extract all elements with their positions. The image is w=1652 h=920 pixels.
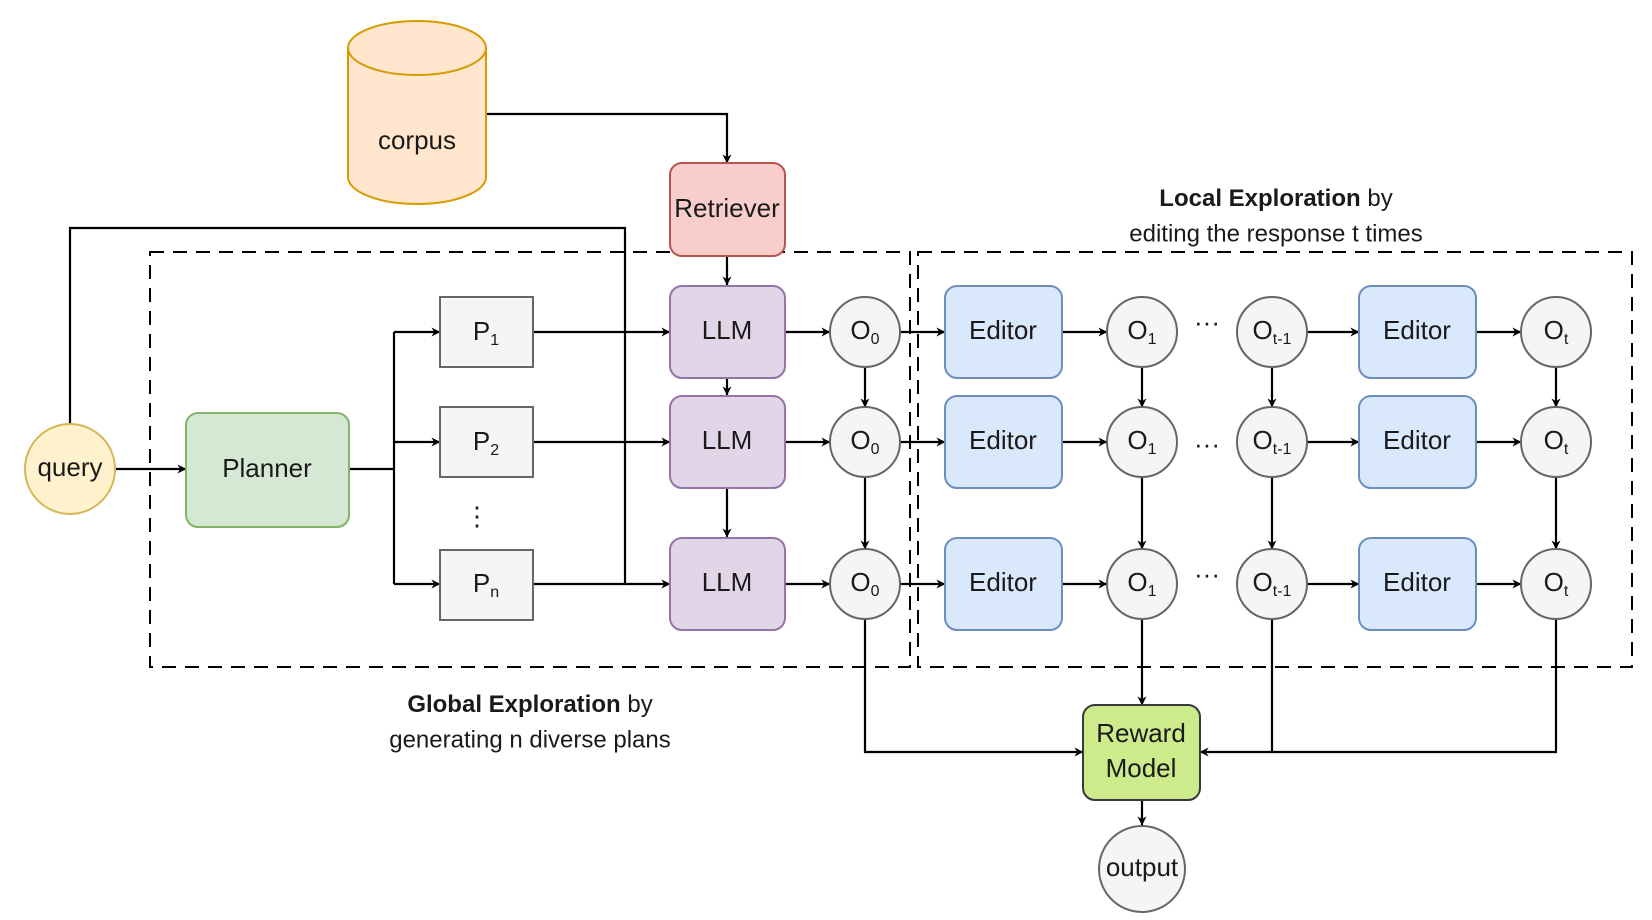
editor-node-r2-a: Editor	[944, 395, 1063, 489]
reward-model-node: Reward Model	[1082, 704, 1201, 801]
svg-text:Ot: Ot	[1544, 315, 1569, 348]
svg-text:Ot-1: Ot-1	[1253, 425, 1292, 458]
svg-text:Ot-1: Ot-1	[1253, 567, 1292, 600]
editor-node-r3-b: Editor	[1358, 537, 1477, 631]
svg-text:O1: O1	[1127, 567, 1156, 600]
llm-node-2: LLM	[669, 395, 786, 489]
local-exploration-region	[917, 251, 1633, 668]
global-exploration-caption-line2: generating n diverse plans	[389, 726, 671, 753]
row-ellipsis-1: ···	[1194, 307, 1220, 337]
planner-node: Planner	[185, 412, 350, 528]
corpus-label: corpus	[378, 125, 456, 155]
ot-node-r3: Ot	[1520, 548, 1592, 620]
svg-text:Editor: Editor	[969, 315, 1037, 345]
output-label: output	[1106, 852, 1179, 882]
svg-text:Ot-1: Ot-1	[1253, 315, 1292, 348]
svg-text:Editor: Editor	[969, 567, 1037, 597]
edges	[68, 112, 1561, 826]
editor-node-r1-a: Editor	[944, 285, 1063, 379]
svg-text:Ot: Ot	[1544, 567, 1569, 600]
corpus-database: corpus	[347, 20, 487, 205]
row-ellipsis-2: ···	[1194, 429, 1220, 459]
plan-node-2: P2	[439, 406, 534, 478]
editor-node-r2-b: Editor	[1358, 395, 1477, 489]
svg-text:Ot: Ot	[1544, 425, 1569, 458]
otm1-node-r2: Ot-1	[1236, 406, 1308, 478]
local-exploration-caption-line1: Local Exploration by	[1159, 185, 1392, 212]
o0-node-r2: O0	[829, 406, 901, 478]
editor-node-r3-a: Editor	[944, 537, 1063, 631]
svg-text:O1: O1	[1127, 425, 1156, 458]
plan-node-1: P1	[439, 296, 534, 368]
o1-node-r2: O1	[1106, 406, 1178, 478]
otm1-node-r3: Ot-1	[1236, 548, 1308, 620]
o-nodes: O0 O1 Ot-1 Ot O0 O1 Ot-1 Ot O0 O1 Ot-1 O…	[829, 296, 1592, 620]
reward-label-line2: Model	[1106, 753, 1177, 783]
svg-text:LLM: LLM	[702, 315, 753, 345]
ot-node-r2: Ot	[1520, 406, 1592, 478]
global-exploration-region	[149, 251, 911, 668]
plans-ellipsis: ⋮	[464, 501, 490, 531]
o1-node-r1: O1	[1106, 296, 1178, 368]
ot-node-r1: Ot	[1520, 296, 1592, 368]
o0-node-r1: O0	[829, 296, 901, 368]
svg-text:Editor: Editor	[969, 425, 1037, 455]
svg-text:LLM: LLM	[702, 567, 753, 597]
svg-text:O1: O1	[1127, 315, 1156, 348]
svg-text:O0: O0	[850, 567, 879, 600]
llm-node-1: LLM	[669, 285, 786, 379]
svg-text:O0: O0	[850, 315, 879, 348]
svg-text:LLM: LLM	[702, 425, 753, 455]
svg-text:Editor: Editor	[1383, 425, 1451, 455]
plan-node-n: Pn	[439, 549, 534, 621]
local-exploration-caption-line2: editing the response t times	[1129, 220, 1423, 247]
query-node: query	[24, 423, 116, 515]
svg-text:Editor: Editor	[1383, 567, 1451, 597]
o0-node-r3: O0	[829, 548, 901, 620]
svg-text:P1: P1	[473, 316, 499, 349]
retriever-node: Retriever	[669, 162, 786, 257]
output-node: output	[1098, 825, 1186, 913]
otm1-node-r1: Ot-1	[1236, 296, 1308, 368]
svg-text:Editor: Editor	[1383, 315, 1451, 345]
o1-node-r3: O1	[1106, 548, 1178, 620]
query-label: query	[37, 452, 102, 482]
editor-node-r1-b: Editor	[1358, 285, 1477, 379]
llm-node-3: LLM	[669, 537, 786, 631]
svg-text:P2: P2	[473, 426, 499, 459]
planner-label: Planner	[222, 453, 312, 483]
svg-text:Pn: Pn	[473, 568, 499, 601]
reward-label-line1: Reward	[1096, 718, 1186, 748]
row-ellipsis-3: ···	[1194, 559, 1220, 589]
global-exploration-caption-line1: Global Exploration by	[407, 691, 652, 718]
svg-text:O0: O0	[850, 425, 879, 458]
retriever-label: Retriever	[674, 193, 780, 223]
